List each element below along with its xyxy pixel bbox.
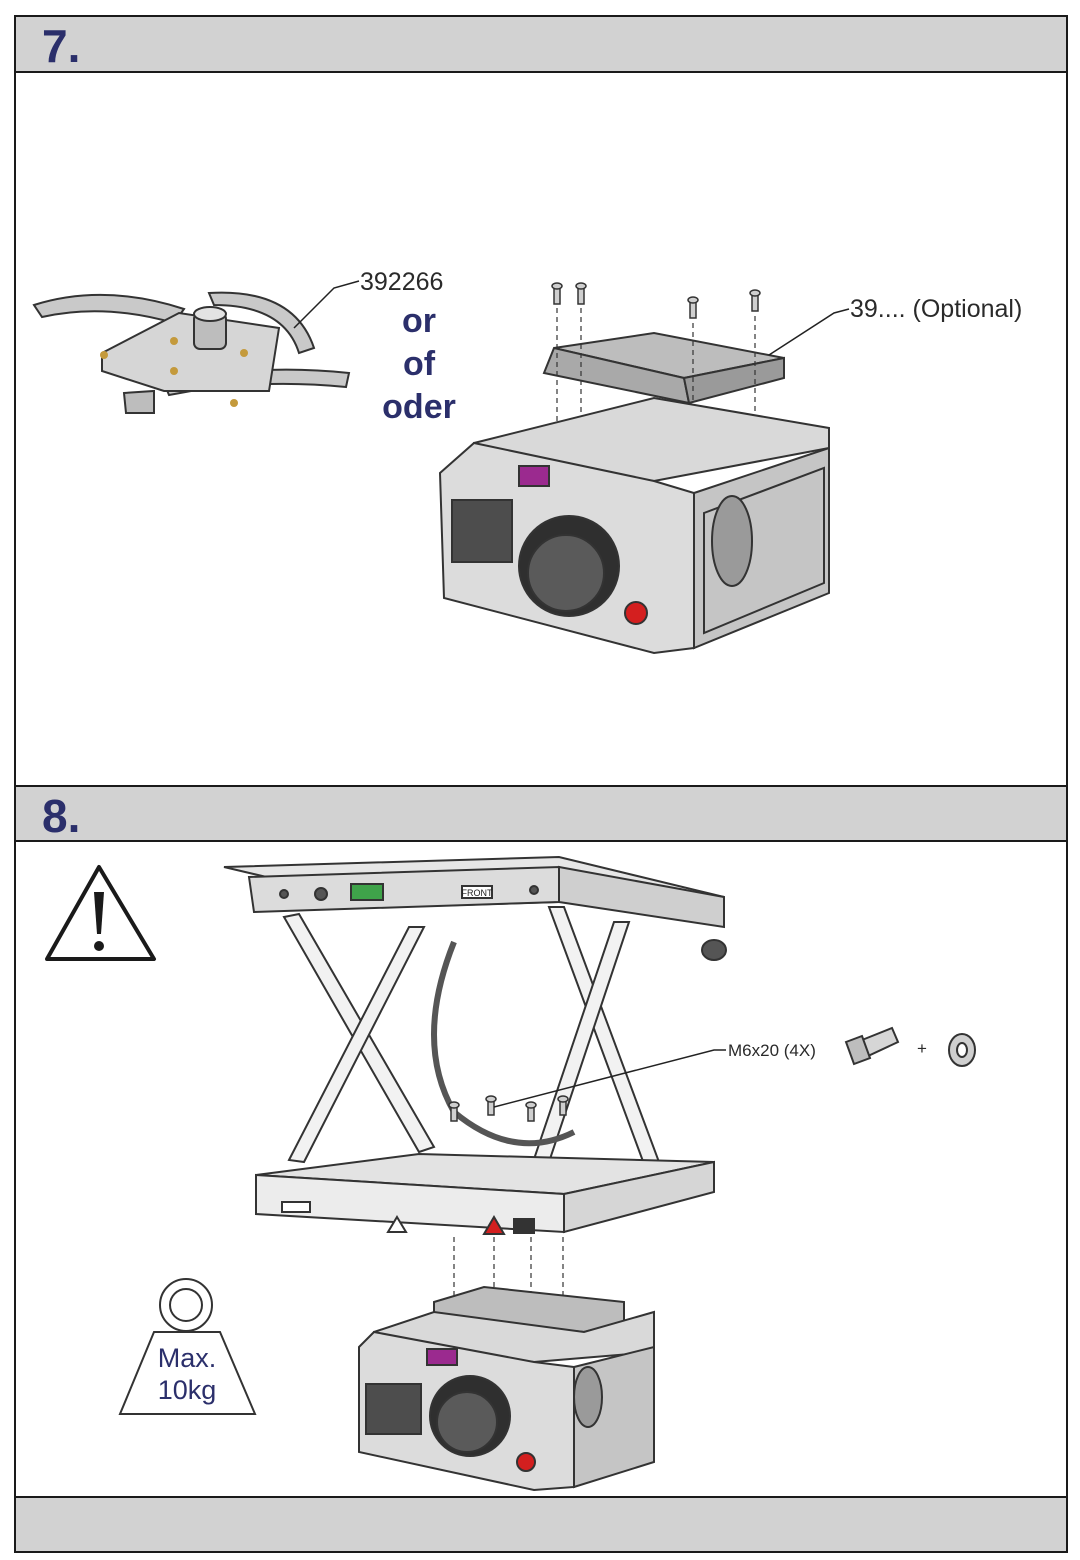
- or-word-de: oder: [382, 388, 456, 426]
- optional-label: 39.... (Optional): [850, 295, 1022, 323]
- step-7-panel: 392266 or of oder 39.... (Optional): [14, 73, 1068, 785]
- ceiling-plate-392266: [34, 293, 349, 413]
- or-word-nl: of: [403, 345, 436, 383]
- step-7-header: 7.: [14, 15, 1068, 73]
- max-weight-label: Max.: [158, 1343, 217, 1373]
- front-label: FRONT: [462, 888, 493, 898]
- weight-icon: Max. 10kg: [120, 1279, 255, 1414]
- step-8-number: 8.: [42, 793, 80, 839]
- bolt-icon: [846, 1028, 898, 1064]
- lift-bottom-plate: [256, 1154, 714, 1234]
- optional-bracket: [544, 333, 784, 403]
- projector-mounted: [359, 1287, 654, 1490]
- max-weight-value: 10kg: [158, 1375, 217, 1405]
- washer-icon: [949, 1034, 975, 1066]
- projector: [440, 398, 829, 653]
- or-word-en: or: [402, 302, 436, 340]
- step-8-illustration: FRONT M6x20 (4X) +: [14, 842, 1068, 1496]
- bolt-label: M6x20 (4X): [728, 1041, 816, 1060]
- step-7-number: 7.: [42, 23, 80, 69]
- plus-sign: +: [917, 1039, 927, 1058]
- step-8-panel: FRONT M6x20 (4X) +: [14, 842, 1068, 1496]
- warning-triangle-icon: [47, 867, 154, 959]
- step-9-header: [14, 1496, 1068, 1553]
- scissor-arms: [284, 907, 659, 1177]
- step-8-header: 8.: [14, 785, 1068, 842]
- part-number-label: 392266: [360, 268, 443, 296]
- screws: [552, 283, 760, 318]
- step-7-illustration: 392266 or of oder 39.... (Optional): [14, 73, 1068, 785]
